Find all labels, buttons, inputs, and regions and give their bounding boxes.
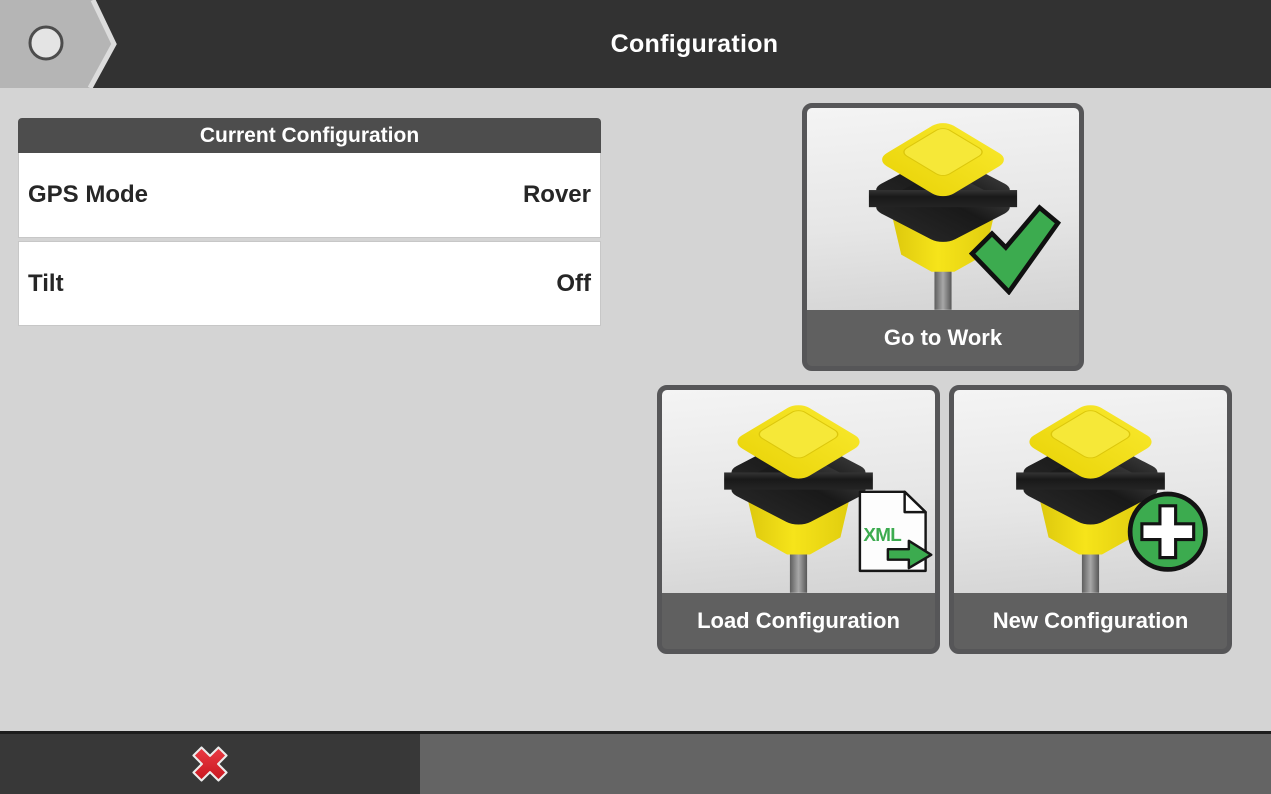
go-to-work-label: Go to Work xyxy=(807,310,1079,366)
go-to-work-button[interactable]: Go to Work xyxy=(802,103,1084,371)
tilt-value: Off xyxy=(556,270,591,298)
table-row-tilt: Tilt Off xyxy=(18,241,601,326)
close-button[interactable] xyxy=(182,738,238,790)
new-configuration-button[interactable]: New Configuration xyxy=(949,385,1232,654)
titlebar: Configuration xyxy=(0,0,1271,88)
panel-title: Current Configuration xyxy=(18,118,601,153)
circle-icon xyxy=(30,27,62,59)
bottom-bar-left xyxy=(0,734,420,794)
receiver-xml-icon xyxy=(662,390,935,593)
new-configuration-image xyxy=(954,390,1227,593)
new-configuration-label: New Configuration xyxy=(954,593,1227,649)
close-x-icon xyxy=(182,738,238,790)
go-to-work-image xyxy=(807,108,1079,310)
home-badge-icon xyxy=(0,0,118,88)
gps-mode-value: Rover xyxy=(523,181,591,209)
home-badge[interactable] xyxy=(0,0,118,88)
bottom-bar xyxy=(0,731,1271,794)
receiver-check-icon xyxy=(807,108,1079,310)
load-configuration-image xyxy=(662,390,935,593)
table-row-gps-mode: GPS Mode Rover xyxy=(18,153,601,238)
load-configuration-button[interactable]: Load Configuration xyxy=(657,385,940,654)
tilt-label: Tilt xyxy=(28,270,64,298)
current-configuration-panel: Current Configuration GPS Mode Rover Til… xyxy=(18,118,601,326)
load-configuration-label: Load Configuration xyxy=(662,593,935,649)
page-title: Configuration xyxy=(118,0,1271,88)
gps-mode-label: GPS Mode xyxy=(28,181,148,209)
receiver-plus-icon xyxy=(954,390,1227,593)
